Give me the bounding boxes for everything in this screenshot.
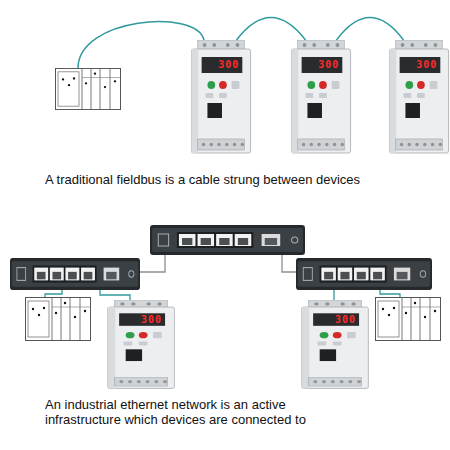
top-terminals bbox=[396, 40, 443, 50]
drive-illustration bbox=[106, 300, 176, 390]
ethernet-switch bbox=[150, 225, 305, 255]
drive-illustration bbox=[300, 300, 370, 390]
drive-illustration bbox=[290, 40, 352, 155]
drive-illustration bbox=[388, 40, 450, 155]
drive-unit: 300 bbox=[300, 300, 370, 390]
drive-body bbox=[108, 307, 175, 388]
drive-unit: 300 bbox=[290, 40, 352, 155]
fieldbus-cable bbox=[237, 18, 306, 41]
fieldbus-cable bbox=[78, 22, 204, 68]
drive-unit: 300 bbox=[190, 40, 252, 155]
drive-body bbox=[291, 49, 350, 153]
keypad bbox=[124, 332, 162, 345]
bottom-terminals bbox=[115, 377, 168, 386]
control-knob bbox=[307, 103, 322, 118]
display-readout: 300 bbox=[313, 313, 359, 326]
drive-body bbox=[302, 307, 369, 388]
drive-body bbox=[191, 49, 250, 153]
ethernet-plc bbox=[376, 298, 441, 341]
ethernet-switch bbox=[10, 258, 140, 290]
fieldbus-cable bbox=[337, 18, 404, 41]
ethernet-switch bbox=[296, 258, 432, 290]
ethernet-cable bbox=[333, 290, 334, 300]
display-readout: 300 bbox=[202, 57, 243, 73]
bottom-terminals bbox=[298, 139, 345, 150]
bottom-terminals bbox=[309, 377, 362, 386]
bottom-terminals bbox=[396, 139, 443, 150]
control-knob bbox=[207, 103, 222, 118]
display-readout: 300 bbox=[400, 57, 441, 73]
control-knob bbox=[126, 349, 142, 361]
ethernet-cable bbox=[45, 290, 62, 297]
top-terminals bbox=[309, 300, 362, 308]
display-panel bbox=[400, 57, 441, 73]
top-terminals bbox=[115, 300, 168, 308]
drive-body bbox=[389, 49, 448, 153]
display-readout: 300 bbox=[302, 57, 343, 73]
top-terminals bbox=[198, 40, 245, 50]
switch-link bbox=[140, 255, 165, 272]
keypad bbox=[306, 81, 340, 98]
drive-illustration bbox=[190, 40, 252, 155]
display-panel bbox=[302, 57, 343, 73]
control-knob bbox=[320, 349, 336, 361]
display-panel bbox=[202, 57, 243, 73]
drive-unit: 300 bbox=[106, 300, 176, 390]
display-panel bbox=[313, 313, 359, 326]
control-knob bbox=[405, 103, 420, 118]
top-terminals bbox=[298, 40, 345, 50]
fieldbus-plc bbox=[56, 68, 121, 109]
ethernet-cable bbox=[100, 290, 130, 300]
keypad bbox=[206, 81, 240, 98]
caption-text: An industrial ethernet network is an act… bbox=[45, 397, 345, 427]
drive-unit: 300 bbox=[388, 40, 450, 155]
display-panel bbox=[119, 313, 165, 326]
keypad bbox=[318, 332, 356, 345]
keypad bbox=[404, 81, 438, 98]
display-readout: 300 bbox=[119, 313, 165, 326]
bottom-terminals bbox=[198, 139, 245, 150]
caption-text: A traditional fieldbus is a cable strung… bbox=[45, 172, 435, 187]
ethernet-cable bbox=[380, 290, 400, 297]
ethernet-plc bbox=[26, 298, 91, 341]
switch-link bbox=[282, 255, 296, 272]
